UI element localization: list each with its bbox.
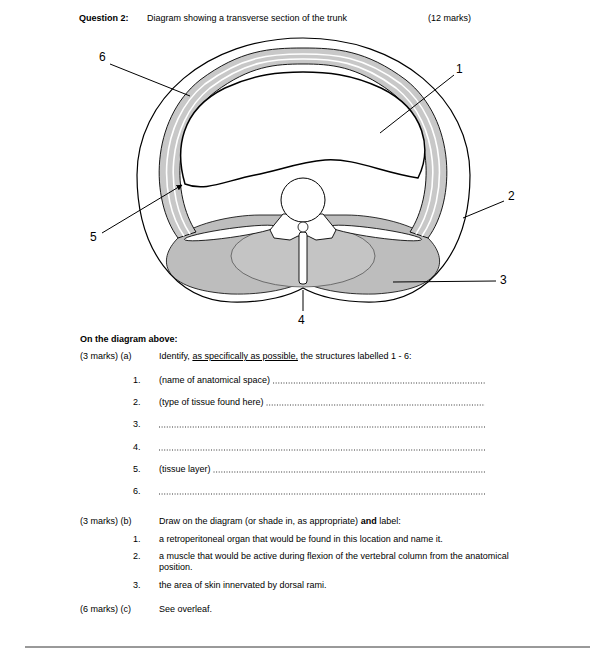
text-row: (type of tissue found here) (159, 397, 264, 408)
instruction-text: Identify, (159, 351, 190, 361)
text-row: (6 marks) (c) (80, 604, 131, 615)
section-heading: On the diagram above: (80, 334, 178, 344)
text-row: (3 marks) (b) (80, 516, 132, 527)
item-number: 3. (133, 419, 141, 429)
vertebral-body (281, 178, 325, 222)
callout-number: 3 (500, 273, 507, 287)
dotted-answer-line (159, 427, 485, 428)
text-row: 3 (500, 273, 507, 288)
text-row: Question 2: (79, 13, 129, 24)
text-row: a retroperitoneal organ that would be fo… (159, 534, 443, 545)
text-row: (3 marks) (a) (80, 351, 132, 362)
spinous-process (299, 232, 307, 284)
item-number: 4. (133, 442, 141, 452)
text-row: 1. (133, 375, 141, 386)
callout-number: 6 (99, 50, 106, 64)
page-rule (25, 647, 590, 648)
peritoneal-cavity (181, 72, 425, 187)
text-row: 6. (133, 486, 141, 497)
text-row: 2. (133, 551, 141, 562)
instruction-text: and (361, 516, 377, 526)
item-number: 1. (133, 534, 141, 544)
dotted-answer-line (159, 450, 485, 451)
task-text: a muscle that would be active during fle… (159, 551, 509, 572)
leader-line (463, 201, 504, 218)
text-row: See overleaf. (159, 604, 212, 615)
marks-note: (6 marks) (c) (80, 604, 131, 614)
text-row: 5. (133, 464, 141, 475)
callout-number: 5 (90, 230, 97, 244)
answer-hint: (name of anatomical space) (159, 375, 270, 385)
text-row: 2 (508, 189, 515, 204)
instruction-text: Draw on the diagram (or shade in, as app… (159, 516, 358, 526)
marks-note: (3 marks) (b) (80, 516, 132, 526)
text-row: 4 (298, 313, 305, 328)
marks-note: (3 marks) (a) (80, 351, 132, 361)
text-row: On the diagram above: (80, 334, 178, 345)
text-row: 1 (456, 62, 463, 77)
text-row: Draw on the diagram (or shade in, as app… (159, 516, 401, 527)
leader-line (110, 64, 190, 96)
answer-hint: (tissue layer) (159, 464, 211, 474)
item-number: 5. (133, 464, 141, 474)
muscle-layer-line (173, 59, 433, 234)
instruction-text: the structures labelled 1 - 6: (300, 351, 411, 361)
skin-outline (137, 38, 470, 302)
leader-line (380, 75, 454, 133)
vertebral-foramen (298, 222, 308, 232)
text-row: the area of skin innervated by dorsal ra… (159, 580, 327, 591)
rib (330, 222, 422, 244)
task-text: the area of skin innervated by dorsal ra… (159, 580, 327, 590)
abdominal-wall-muscles (159, 48, 447, 238)
marks-note: (12 marks) (428, 13, 471, 23)
callout-number: 2 (508, 189, 515, 203)
callout-number: 4 (298, 313, 305, 327)
text-row: a muscle that would be active during fle… (159, 551, 537, 574)
text-row: Identify,as specifically as possible,the… (159, 351, 412, 362)
text-row: 3. (133, 419, 141, 430)
leader-line (393, 281, 496, 282)
question-heading: Diagram showing a transverse section of … (147, 13, 347, 23)
text-row: 5 (90, 230, 97, 245)
task-text: a retroperitoneal organ that would be fo… (159, 534, 443, 544)
item-number: 2. (133, 551, 141, 561)
callout-number: 1 (456, 62, 463, 76)
rib (184, 222, 276, 244)
leader-arrow (102, 185, 182, 233)
leader-line (303, 290, 304, 311)
muscle-layer-line (167, 54, 440, 236)
erector-spinae-outline (231, 225, 375, 287)
text-row: 2. (133, 397, 141, 408)
dotted-answer-line (267, 405, 485, 406)
question-title: Question 2: (79, 13, 129, 23)
text-row: (12 marks) (428, 13, 471, 24)
task-text: See overleaf. (159, 604, 212, 614)
instruction-text: as specifically as possible, (192, 351, 298, 361)
text-row: 6 (99, 50, 106, 65)
dotted-answer-line (214, 472, 485, 473)
text-row: 3. (133, 580, 141, 591)
item-number: 3. (133, 580, 141, 590)
item-number: 2. (133, 397, 141, 407)
text-row: 4. (133, 442, 141, 453)
dotted-answer-line (159, 494, 485, 495)
item-number: 6. (133, 486, 141, 496)
text-row: Diagram showing a transverse section of … (147, 13, 347, 24)
dotted-answer-line (273, 383, 485, 384)
text-row: (tissue layer) (159, 464, 211, 475)
text-row: 1. (133, 534, 141, 545)
text-row: (name of anatomical space) (159, 375, 270, 386)
item-number: 1. (133, 375, 141, 385)
answer-hint: (type of tissue found here) (159, 397, 264, 407)
instruction-text: label: (379, 516, 401, 526)
